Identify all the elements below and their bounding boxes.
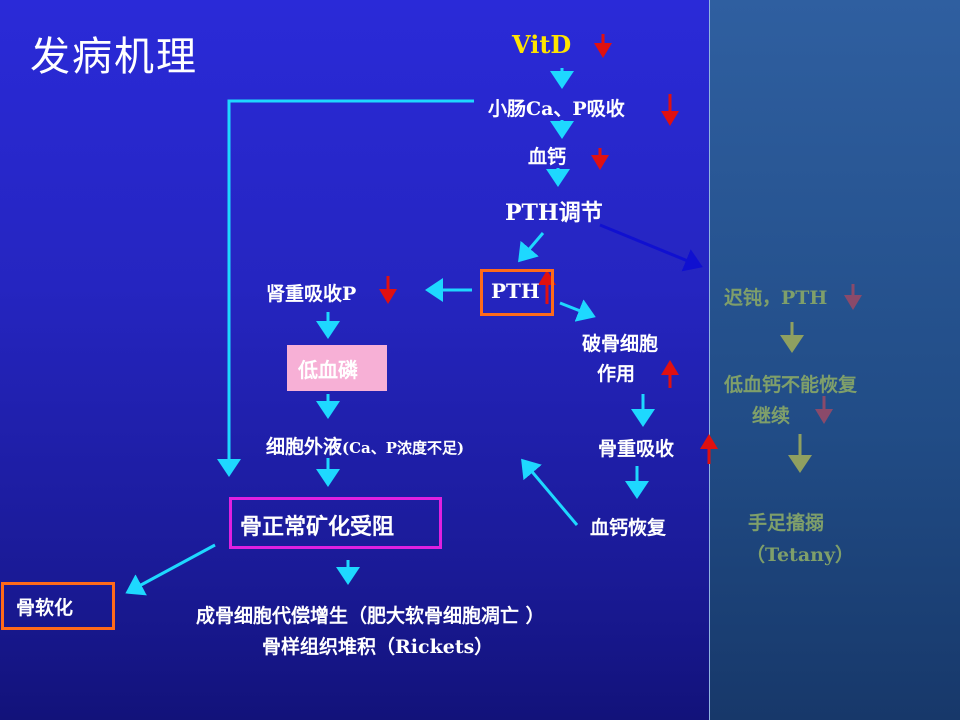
ecf-main: 细胞外液 xyxy=(266,436,343,458)
side-panel xyxy=(709,0,960,720)
osteomalacia-label: 骨软化 xyxy=(16,597,74,619)
arrow-intestine-bone-loop xyxy=(217,99,474,477)
side-cannot-recover-line2: 继续 xyxy=(752,405,791,427)
ecf-label: 细胞外液(Ca、P浓度不足) xyxy=(266,432,464,459)
osteoclast-label-line1: 破骨细胞 xyxy=(582,333,659,355)
bone-mineralization-label: 骨正常矿化受阻 xyxy=(240,514,395,540)
vitd-label: VitD xyxy=(512,30,572,59)
side-tetany-line2: （Tetany） xyxy=(746,544,854,566)
ecf-note: (Ca、P浓度不足) xyxy=(342,439,465,457)
pth-label: PTH xyxy=(491,279,540,303)
rickets-label-line1: 成骨细胞代偿增生（肥大软骨细胞凋亡 ） xyxy=(196,605,545,627)
slide-title: 发病机理 xyxy=(30,34,198,80)
kidney-label: 肾重吸收P xyxy=(266,283,357,305)
side-cannot-recover-line1: 低血钙不能恢复 xyxy=(724,374,858,396)
low-phosphate-box xyxy=(287,345,387,391)
arrow-bone-osteomalacia xyxy=(125,543,216,596)
arrow-regulation-pth xyxy=(518,232,545,263)
rickets-label-line2: 骨样组织堆积（Rickets） xyxy=(262,636,494,658)
bone-mineralization-box xyxy=(229,497,442,549)
arrow-regulation-delay xyxy=(599,223,703,272)
arrow-recovery-ecf xyxy=(521,458,579,526)
pth-box xyxy=(480,269,554,316)
intestine-label: 小肠Ca、P吸收 xyxy=(488,98,625,120)
pth-regulation-label: PTH调节 xyxy=(505,200,603,226)
side-delay-label: 迟钝，PTH xyxy=(724,287,828,309)
arrow-pth-osteoclast xyxy=(559,299,596,322)
osteomalacia-box xyxy=(1,582,115,630)
side-tetany-line1: 手足搐搦 xyxy=(748,512,825,534)
osteoclast-label-line2: 作用 xyxy=(597,363,636,385)
ca-recovery-label: 血钙恢复 xyxy=(590,517,667,539)
bone-resorption-label: 骨重吸收 xyxy=(598,438,675,460)
low-phosphate-label: 低血磷 xyxy=(298,358,358,382)
blood-ca-label: 血钙 xyxy=(528,146,567,168)
